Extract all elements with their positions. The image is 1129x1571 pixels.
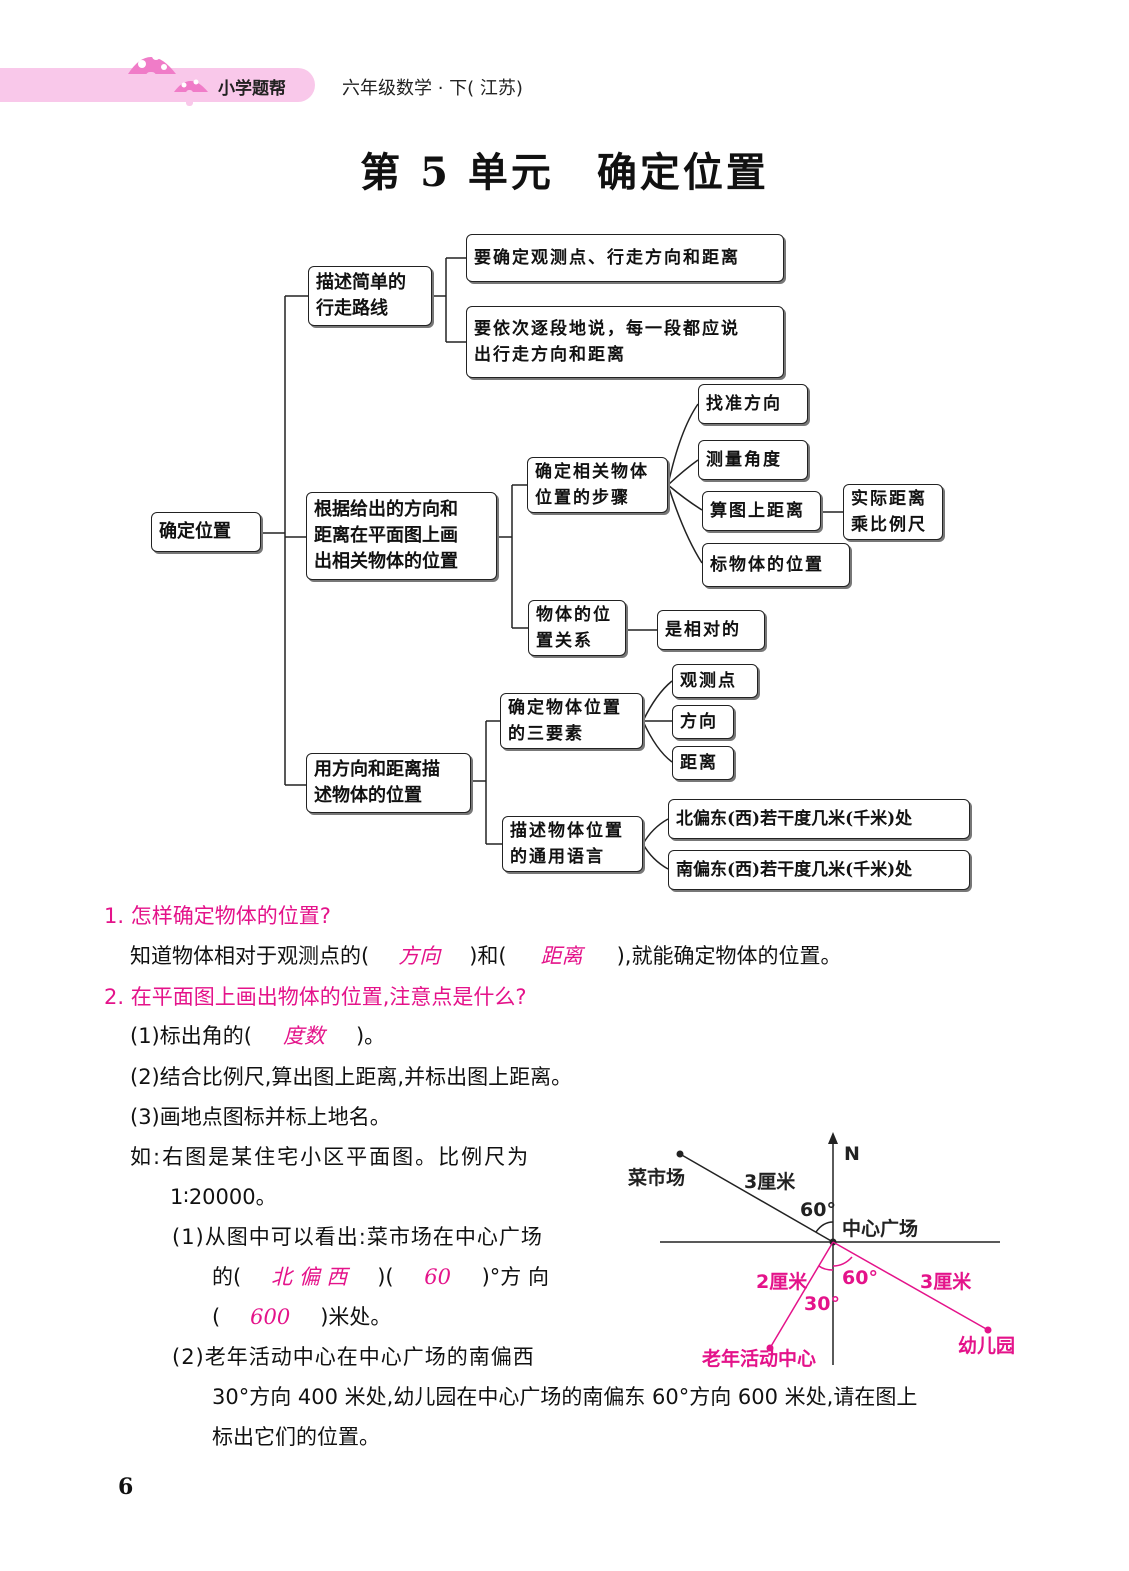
example-line-2: 1∶20000。 xyxy=(170,1185,277,1209)
example-q2-line-1: (2)老年活动中心在中心广场的南偏西 xyxy=(172,1345,535,1369)
node-observe-point: 要确定观测点、行走方向和距离 xyxy=(466,234,784,282)
market-line xyxy=(679,1153,834,1243)
node-three-elements: 确定物体位置的三要素 xyxy=(500,693,643,749)
example-q1-line-2: 的(北 偏 西)(60)°方 向 xyxy=(212,1261,549,1291)
node-map-distance: 算图上距离 xyxy=(702,491,821,531)
mushroom-logo-icon xyxy=(128,52,208,106)
elder-line xyxy=(769,1241,834,1349)
question-1-answer-line: 知道物体相对于观测点的(方向)和(距离),就能确定物体的位置。 xyxy=(130,940,841,970)
question-1-title: 1. 怎样确定物体的位置? xyxy=(104,904,331,928)
elder-label: 老年活动中心 xyxy=(702,1347,816,1370)
kg-point xyxy=(984,1326,992,1334)
mindmap-connectors xyxy=(261,257,843,870)
node-distance: 距离 xyxy=(672,746,734,780)
node-relation: 物体的位置关系 xyxy=(528,600,626,656)
answer-degrees: 度数 xyxy=(282,1024,325,1048)
node-walking-route: 描述简单的行走路线 xyxy=(308,266,432,326)
example-q1-line-3: (600)米处。 xyxy=(212,1305,392,1329)
brand-name: 小学题帮 xyxy=(218,79,286,99)
elder-dist-label: 2厘米 xyxy=(756,1270,808,1293)
market-label: 菜市场 xyxy=(627,1166,685,1189)
example-q2-line-2: 30°方向 400 米处,幼儿园在中心广场的南偏东 60°方向 600 米处,请… xyxy=(212,1385,918,1409)
kg-dist-label: 3厘米 xyxy=(920,1270,972,1293)
center-label: 中心广场 xyxy=(842,1217,918,1240)
question-2-title: 2. 在平面图上画出物体的位置,注意点是什么? xyxy=(104,985,527,1009)
point-1: (1)标出角的(度数)。 xyxy=(130,1020,385,1050)
kg-angle-label: 60° xyxy=(842,1267,878,1289)
position-diagram: N 中心广场 菜市场 3厘米 60° 老年活动中心 2厘米 30° 幼儿园 3厘… xyxy=(627,1132,1015,1370)
mindmap-root: 确定位置 xyxy=(151,512,261,552)
answer-distance: 距离 xyxy=(540,944,583,968)
node-observation-point: 观测点 xyxy=(672,664,758,698)
book-name: 六年级数学 · 下( 江苏) xyxy=(342,78,523,99)
node-common-language: 描述物体位置的通用语言 xyxy=(502,816,643,872)
page-number: 6 xyxy=(118,1474,134,1500)
node-north-language: 北偏东(西)若干度几米(千米)处 xyxy=(668,799,970,839)
node-find-direction: 找准方向 xyxy=(698,384,808,424)
answer-60: 60 xyxy=(424,1265,451,1289)
market-dist-label: 3厘米 xyxy=(744,1170,796,1193)
node-scale-multiply: 实际距离乘比例尺 xyxy=(843,484,943,540)
page-title: 第 5 单元 确定位置 xyxy=(360,149,769,196)
market-point xyxy=(676,1150,684,1158)
node-measure-angle: 测量角度 xyxy=(698,440,808,480)
north-arrow-icon xyxy=(828,1132,838,1144)
kg-label: 幼儿园 xyxy=(958,1334,1015,1357)
node-step-by-step: 要依次逐段地说，每一段都应说出行走方向和距离 xyxy=(466,306,784,378)
example-q1-line-1: (1)从图中可以看出:菜市场在中心广场 xyxy=(172,1225,543,1249)
kg-line xyxy=(832,1241,989,1331)
node-draw-on-plan: 根据给出的方向和距离在平面图上画出相关物体的位置 xyxy=(306,492,497,580)
elder-point xyxy=(766,1344,774,1352)
north-label: N xyxy=(844,1143,860,1165)
market-angle-label: 60° xyxy=(800,1199,836,1221)
node-mark-object: 标物体的位置 xyxy=(702,543,850,587)
node-steps: 确定相关物体位置的步骤 xyxy=(527,457,668,513)
node-relative: 是相对的 xyxy=(657,610,765,650)
answer-600: 600 xyxy=(250,1305,291,1329)
point-2: (2)结合比例尺,算出图上距离,并标出图上距离。 xyxy=(130,1065,573,1089)
elder-angle-label: 30° xyxy=(804,1293,840,1315)
answer-direction: 方向 xyxy=(398,944,441,968)
answer-nw: 北 偏 西 xyxy=(271,1265,348,1289)
example-q2-line-3: 标出它们的位置。 xyxy=(212,1425,380,1449)
node-describe-position: 用方向和距离描述物体的位置 xyxy=(306,753,471,813)
node-south-language: 南偏东(西)若干度几米(千米)处 xyxy=(668,850,970,890)
node-direction: 方向 xyxy=(672,705,734,739)
example-line-1: 如:右图是某住宅小区平面图。比例尺为 xyxy=(130,1145,531,1169)
point-3: (3)画地点图标并标上地名。 xyxy=(130,1105,391,1129)
